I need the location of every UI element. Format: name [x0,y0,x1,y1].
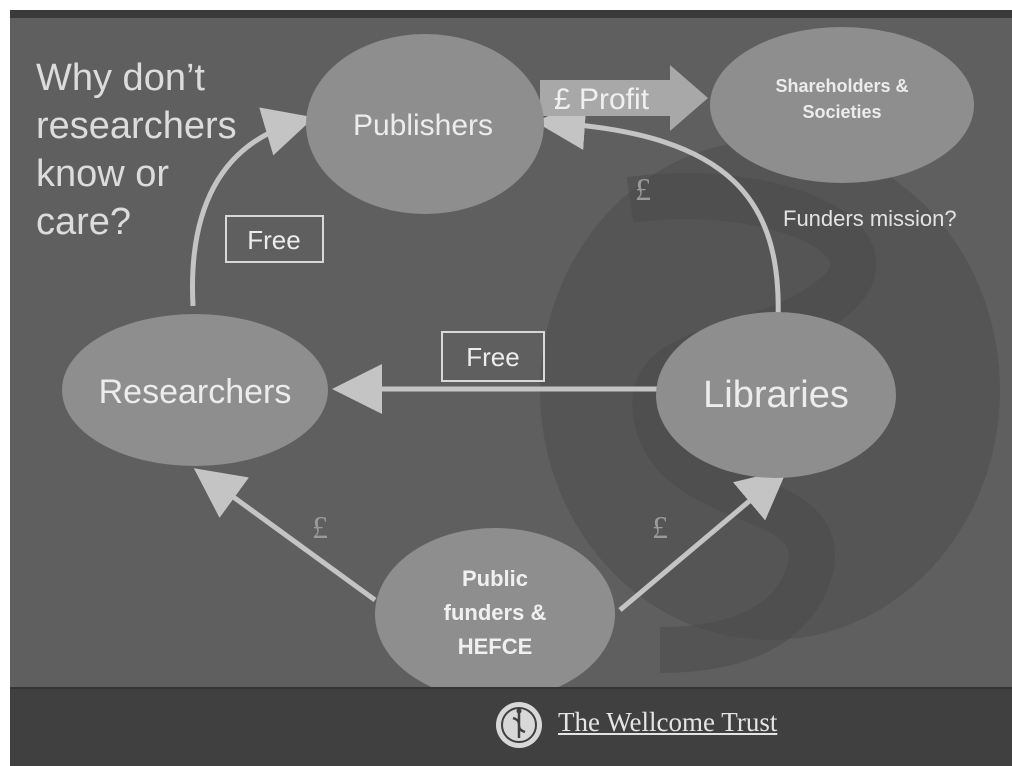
question-line-1: Why don’t [36,57,205,99]
arrow-libraries-to-publishers [535,100,781,321]
node-libraries [656,312,896,478]
pound-funders-libraries: £ [652,509,668,545]
pound-funders-researchers: £ [312,509,328,545]
funders-label-line2: funders & [444,600,547,625]
profit-arrow [540,65,708,131]
wellcome-trust-name: The Wellcome Trust [558,707,778,737]
funders-mission-label: Funders mission? [783,206,957,231]
node-researchers [62,314,328,466]
funders-label-line1: Public [462,566,528,591]
shareholders-label-line1: Shareholders & [775,76,908,96]
flow-diagram: £ Profit Publishers Shareholders & Socie… [62,27,1000,687]
free-box-top [225,215,324,263]
libraries-label: Libraries [703,374,849,416]
arrow-researchers-to-publishers [189,107,315,307]
profit-label: £ Profit [554,83,650,116]
background-serpent [626,173,877,673]
arrow-funders-to-researchers [193,468,377,603]
researchers-label: Researchers [99,373,292,411]
arrow-funders-to-libraries [618,469,788,612]
free-label-top: Free [247,225,300,255]
shareholders-label-line2: Societies [802,102,881,122]
node-publishers [306,34,544,214]
publishers-label: Publishers [353,109,493,142]
question-text: Why don’t researchers know or care? [36,54,237,246]
question-line-2: researchers [36,105,237,147]
question-line-3: know or [36,153,170,195]
top-bar [10,10,1012,18]
slide: £ Profit Publishers Shareholders & Socie… [10,10,1012,766]
free-label-middle: Free [466,342,519,372]
node-shareholders [710,27,974,183]
free-box-middle [441,331,545,382]
funders-label-line3: HEFCE [458,634,533,659]
question-line-4: care? [36,201,132,243]
wellcome-seal-icon [496,702,542,748]
pound-libraries-publishers: £ [635,171,651,207]
node-public-funders [375,528,615,687]
